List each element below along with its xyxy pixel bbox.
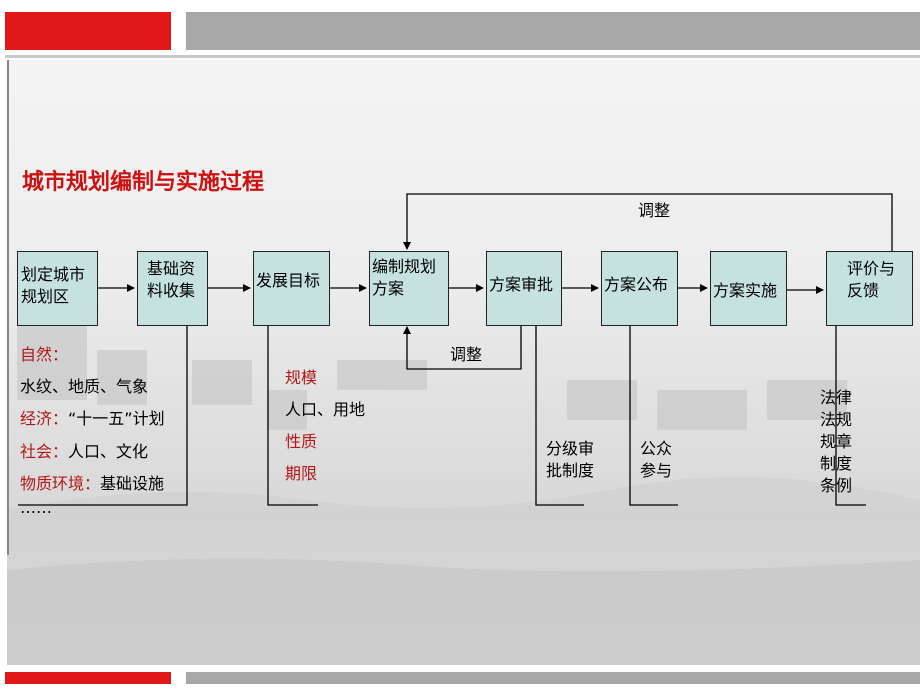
physical-items: 基础设施	[100, 474, 165, 493]
box-label-line1: 编制规划	[372, 257, 437, 276]
box-plan-publication: 方案公布	[601, 251, 678, 326]
law-line2: 法规	[820, 410, 853, 429]
public-line2: 参与	[640, 461, 673, 480]
box-label: 方案实施	[713, 281, 778, 300]
period-label: 期限	[285, 464, 318, 483]
economy-row: 经济：“十一五”计划	[20, 408, 165, 430]
law-line3: 规章	[820, 432, 853, 451]
natural-items: 水纹、地质、气象	[20, 377, 149, 396]
box-development-goals: 发展目标	[253, 251, 330, 326]
footer-red-bar	[5, 672, 171, 684]
background-cityscape	[7, 60, 920, 665]
box-label-line2: 反馈	[847, 281, 880, 300]
approval-line1: 分级审	[546, 439, 595, 458]
scale-items: 人口、用地	[285, 400, 366, 419]
public-line1: 公众	[640, 439, 673, 458]
box-define-planning-area: 划定城市规划区	[17, 251, 98, 326]
law-line1: 法律	[820, 388, 853, 407]
box-compile-plan: 编制规划方案	[369, 251, 449, 326]
box-label: 方案审批	[489, 275, 554, 294]
box-label-line1: 划定城市	[21, 265, 86, 284]
economy-label: 经济：	[20, 409, 69, 428]
box-plan-implementation: 方案实施	[710, 251, 787, 326]
ellipsis: ……	[20, 498, 52, 517]
economy-items: “十一五”计划	[68, 409, 165, 428]
adjust-label-top: 调整	[638, 201, 671, 220]
box-label-line2: 规划区	[21, 287, 70, 306]
society-items: 人口、文化	[68, 442, 149, 461]
box-data-collection: 基础资料收集	[137, 251, 208, 326]
nature-label: 性质	[285, 432, 318, 451]
legal-framework: 法律 法规 规章 制度 条例	[820, 387, 852, 497]
box-label-line1: 基础资	[147, 259, 196, 278]
physical-label: 物质环境：	[20, 474, 101, 493]
approval-system: 分级审批制度	[546, 438, 594, 482]
box-plan-approval: 方案审批	[486, 251, 562, 326]
diagram-title: 城市规划编制与实施过程	[22, 170, 265, 195]
box-label-line1: 评价与	[847, 259, 896, 278]
law-line5: 条例	[820, 476, 853, 495]
society-row: 社会：人口、文化	[20, 441, 148, 463]
physical-row: 物质环境：基础设施	[20, 473, 164, 495]
public-participation: 公众参与	[640, 438, 672, 482]
box-label-line2: 方案	[372, 279, 405, 298]
header-rule	[5, 55, 920, 58]
left-border	[7, 60, 9, 555]
footer-gray-bar	[186, 672, 920, 684]
box-label: 方案公布	[604, 275, 669, 294]
scale-label: 规模	[285, 368, 318, 387]
approval-line2: 批制度	[546, 461, 595, 480]
society-label: 社会：	[20, 442, 69, 461]
header-red-bar	[5, 12, 171, 50]
natural-label: 自然：	[20, 345, 69, 364]
adjust-label-mid: 调整	[450, 345, 483, 364]
header-gray-bar	[186, 12, 920, 50]
box-evaluation-feedback: 评价与反馈	[826, 251, 913, 326]
law-line4: 制度	[820, 454, 853, 473]
box-label-line2: 料收集	[147, 281, 196, 300]
box-label: 发展目标	[256, 271, 321, 290]
